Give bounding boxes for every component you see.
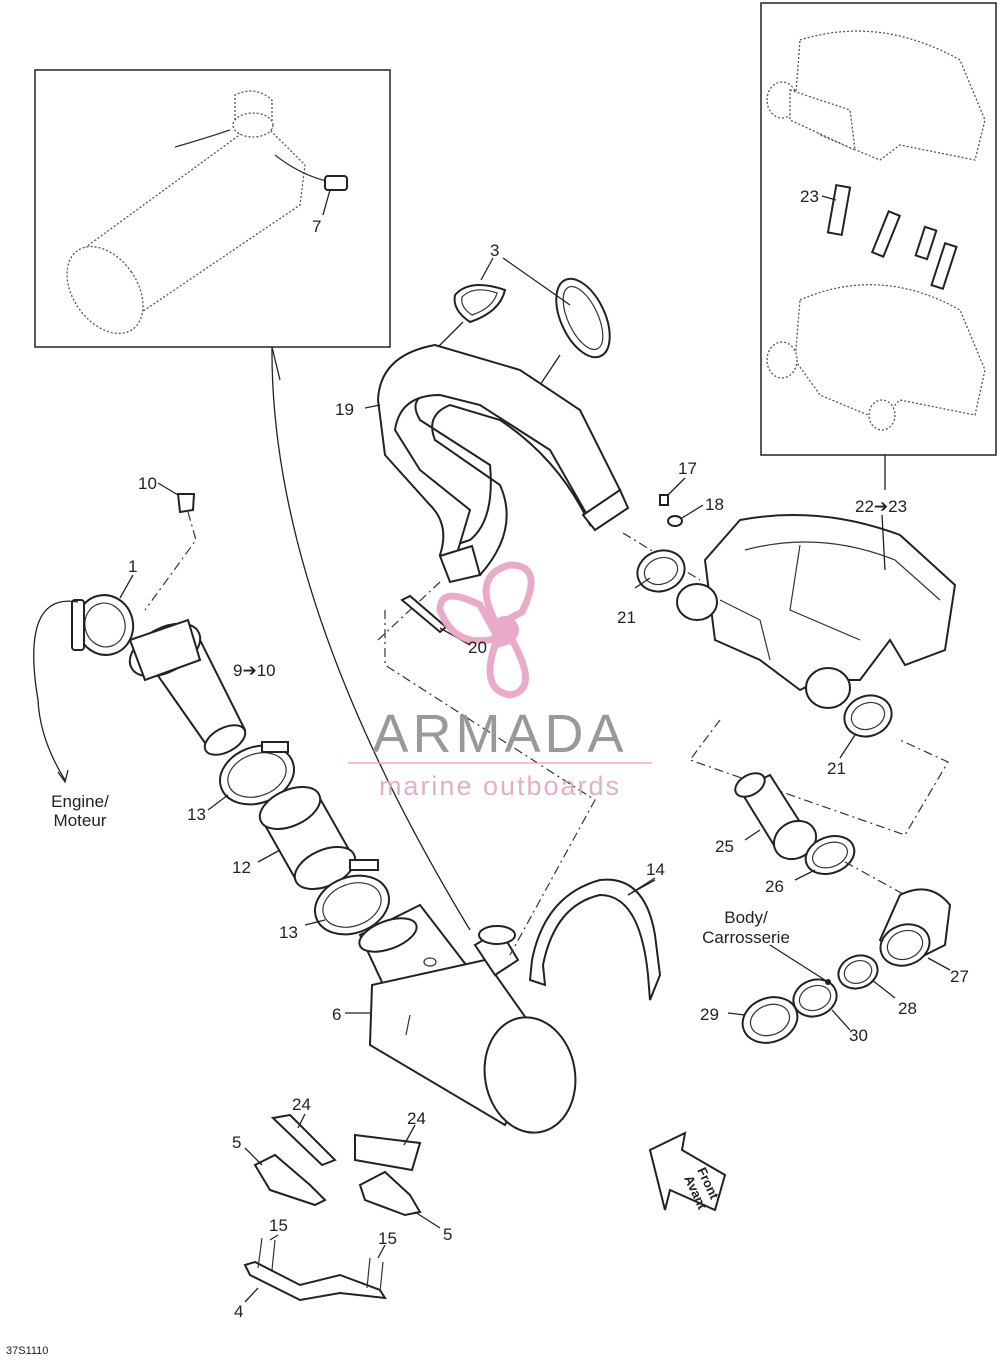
- elbow-25: [734, 772, 818, 861]
- muffler-6: [358, 903, 577, 1134]
- label-part-13-lower: 13: [279, 923, 298, 942]
- exhaust-pipe-19: [376, 343, 630, 584]
- watermark-tagline: marine outboards: [379, 771, 621, 801]
- label-part-1: 1: [128, 557, 137, 576]
- label-part-9-10: 9➔10: [233, 661, 276, 680]
- label-part-14: 14: [646, 860, 665, 879]
- label-part-28: 28: [898, 999, 917, 1018]
- label-part-4: 4: [234, 1302, 243, 1321]
- inset-resonator: [760, 2, 997, 456]
- label-part-30: 30: [849, 1026, 868, 1045]
- label-part-10: 10: [138, 474, 157, 493]
- label-part-12: 12: [232, 858, 251, 877]
- label-part-21-upper: 21: [617, 608, 636, 627]
- label-part-24-right: 24: [407, 1109, 426, 1128]
- clamp-1: [71, 594, 135, 656]
- label-part-27: 27: [950, 967, 969, 986]
- label-part-3: 3: [490, 241, 499, 260]
- label-part-5-left: 5: [232, 1133, 241, 1152]
- bracket-5-right: [358, 1170, 422, 1217]
- body-callout-line1: Body/: [724, 908, 768, 927]
- engine-callout-line1: Engine/: [51, 792, 109, 811]
- resonator-22: [676, 514, 957, 709]
- label-part-13-upper: 13: [187, 805, 206, 824]
- label-part-22-23: 22➔23: [855, 497, 907, 516]
- label-part-20: 20: [468, 638, 487, 657]
- label-part-26: 26: [765, 877, 784, 896]
- label-part-15-left: 15: [269, 1216, 288, 1235]
- inset-muffler-sensor: [34, 69, 391, 348]
- watermark-brand: ARMADA: [372, 704, 627, 764]
- sleeve-12: [258, 786, 357, 890]
- label-part-24-left: 24: [292, 1095, 311, 1114]
- watermark: ARMADA marine outboards: [348, 561, 652, 801]
- label-part-7: 7: [312, 217, 321, 236]
- body-callout-line2: Carrosserie: [702, 928, 790, 947]
- part-labels: 1 3 4 5 5 6 7 9➔10 10 12 13 13 14 15 15 …: [6, 187, 969, 1357]
- label-part-29: 29: [700, 1005, 719, 1024]
- label-part-15-right: 15: [378, 1229, 397, 1248]
- watermark-propeller-logo: [436, 561, 535, 699]
- label-part-23: 23: [800, 187, 819, 206]
- label-part-18: 18: [705, 495, 724, 514]
- label-part-19: 19: [335, 400, 354, 419]
- nut-29: [741, 996, 799, 1044]
- mount-plate-4: [243, 1237, 387, 1302]
- label-part-21-lower: 21: [827, 759, 846, 778]
- bracket-5-left: [253, 1153, 327, 1207]
- adapter-9-10: [128, 618, 247, 756]
- label-part-17: 17: [678, 459, 697, 478]
- front-direction-arrow: [648, 1131, 727, 1212]
- engine-callout-line2: Moteur: [54, 811, 107, 830]
- label-part-5-right: 5: [443, 1225, 452, 1244]
- label-part-25: 25: [715, 837, 734, 856]
- label-part-6: 6: [332, 1005, 341, 1024]
- outlet-27: [878, 888, 952, 967]
- drawing-code: 37S1110: [6, 1345, 48, 1357]
